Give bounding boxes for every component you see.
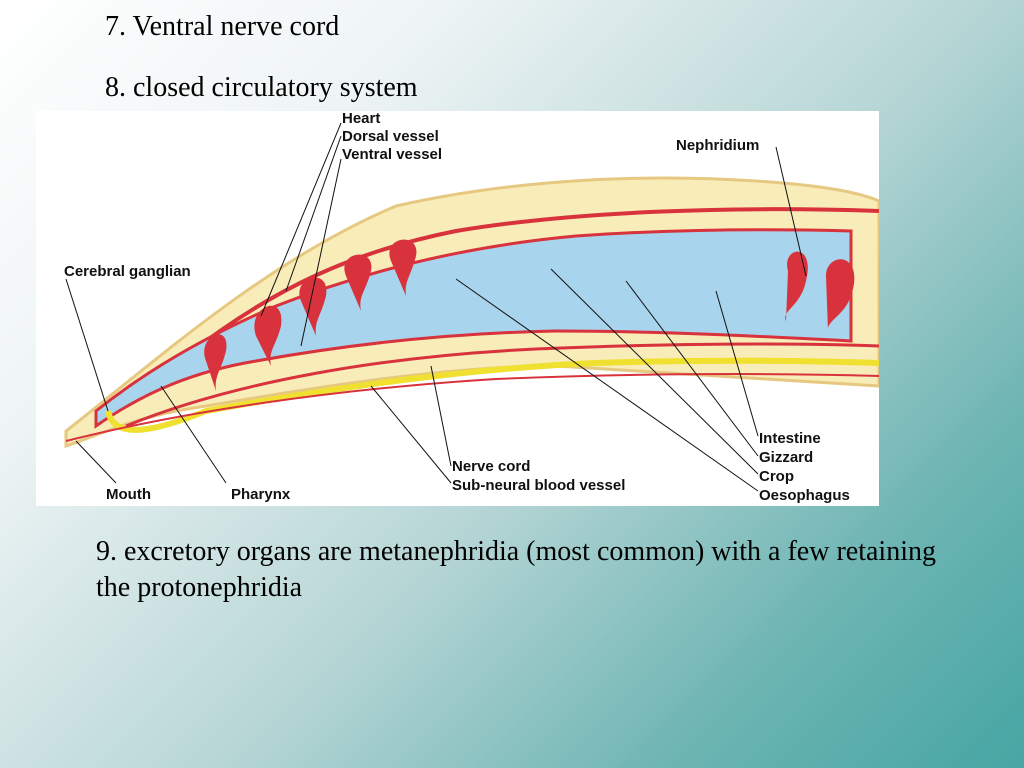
leader-nerve-cord — [430, 365, 452, 467]
leader-mouth — [75, 440, 117, 484]
label-gizzard: Gizzard — [759, 449, 813, 466]
heart-loop-1 — [204, 334, 227, 391]
heart-loop-4 — [344, 254, 372, 311]
nephridia — [785, 251, 855, 331]
leader-intestine — [715, 290, 759, 437]
leader-ventral — [300, 158, 342, 347]
sub-neural-vessel-line — [65, 373, 879, 442]
gut — [94, 228, 853, 429]
leader-crop — [550, 268, 759, 475]
nephridium-2 — [826, 259, 855, 331]
label-nephridium: Nephridium — [676, 137, 759, 154]
label-oesophagus: Oesophagus — [759, 487, 850, 504]
label-nerve-cord: Nerve cord — [452, 458, 530, 475]
point-9-text: 9. excretory organs are metanephridia (m… — [96, 536, 936, 603]
heart-loop-3 — [299, 277, 327, 336]
label-crop: Crop — [759, 468, 794, 485]
label-intestine: Intestine — [759, 430, 821, 447]
diagram-svg: Heart Dorsal vessel Ventral vessel Nephr… — [64, 111, 879, 504]
nephridium-1 — [785, 251, 808, 321]
label-heart: Heart — [342, 111, 380, 127]
nerve-cord-line — [105, 357, 879, 433]
heart-loop-2 — [254, 305, 282, 366]
point-8-text: 8. closed circulatory system — [105, 72, 418, 103]
earthworm-anatomy-diagram: Heart Dorsal vessel Ventral vessel Nephr… — [36, 111, 879, 506]
label-ventral-vessel: Ventral vessel — [342, 146, 442, 163]
leader-cerebral — [65, 278, 109, 412]
leader-heart — [260, 122, 342, 317]
heart-loops — [204, 239, 417, 391]
leader-lines — [65, 122, 807, 492]
leader-nephridium — [775, 146, 807, 277]
leader-pharynx — [160, 385, 227, 484]
leader-dorsal — [285, 135, 342, 292]
label-sub-neural-blood-vessel: Sub-neural blood vessel — [452, 477, 625, 494]
leader-gizzard — [625, 280, 759, 457]
label-cerebral-ganglian: Cerebral ganglian — [64, 263, 191, 280]
leader-sub-neural — [370, 385, 452, 484]
dorsal-vessel-line — [184, 207, 879, 358]
label-dorsal-vessel: Dorsal vessel — [342, 128, 439, 145]
ventral-vessel-line — [125, 342, 879, 428]
label-mouth: Mouth — [106, 486, 151, 503]
leader-oesophagus — [455, 278, 759, 492]
point-7-text: 7. Ventral nerve cord — [105, 11, 340, 42]
heart-loop-5 — [389, 239, 417, 296]
label-pharynx: Pharynx — [231, 486, 291, 503]
